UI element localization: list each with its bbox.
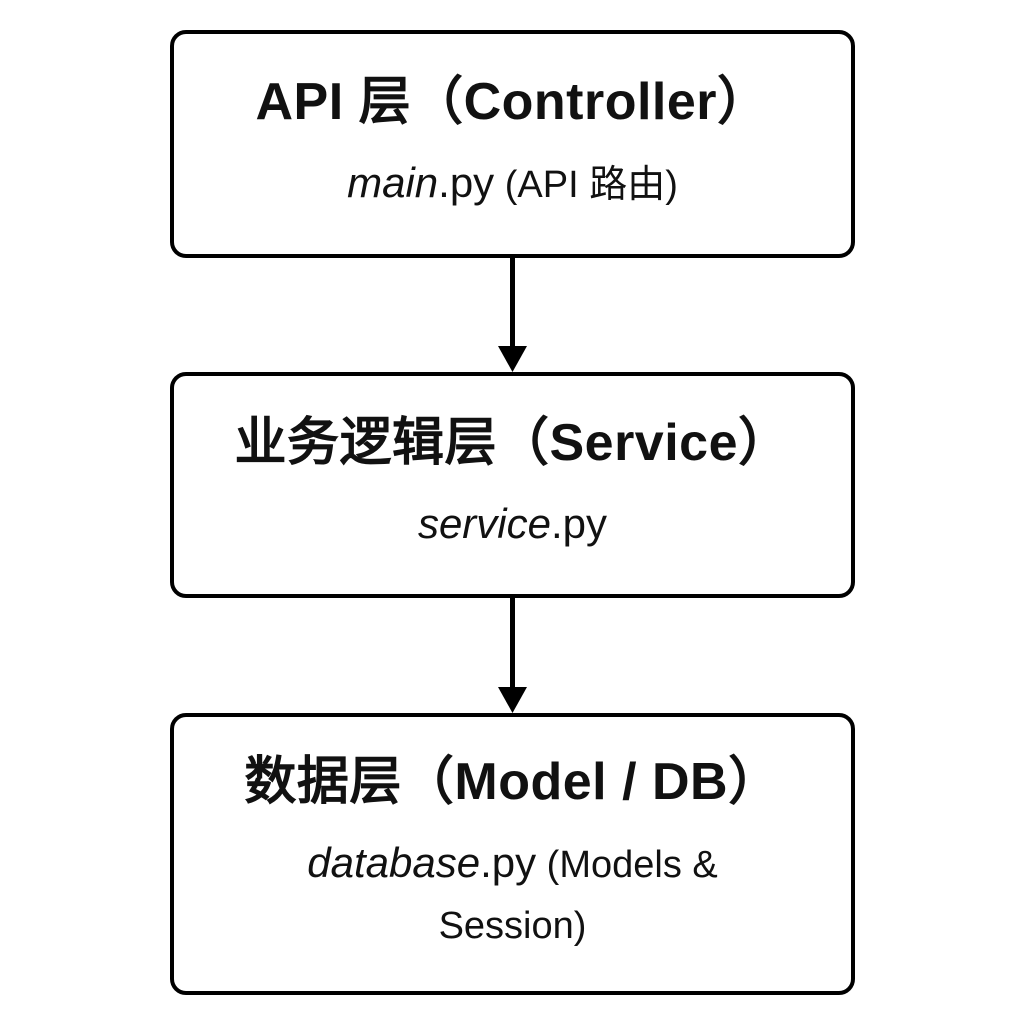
arrow-service-to-data	[498, 598, 527, 713]
data-layer-subtitle: database.py (Models & Session)	[278, 833, 748, 955]
data-layer-filename-ext: .py	[480, 838, 537, 886]
service-layer-filename-ext: .py	[551, 500, 608, 548]
api-layer-box: API 层（Controller） main.py (API 路由)	[170, 30, 855, 258]
api-layer-filename-ext: .py	[438, 159, 495, 207]
service-layer-title: 业务逻辑层（Service）	[234, 413, 791, 472]
arrow-api-to-service	[498, 258, 527, 372]
service-layer-subtitle: service.py	[418, 494, 607, 555]
data-layer-box: 数据层（Model / DB） database.py (Models & Se…	[170, 713, 855, 995]
data-layer-annotation: (Models & Session)	[438, 843, 718, 947]
arrowhead-down-icon	[498, 346, 527, 372]
api-layer-filename-italic: main	[347, 159, 439, 207]
arrowhead-down-icon	[498, 687, 527, 713]
api-layer-subtitle: main.py (API 路由)	[347, 153, 678, 214]
api-layer-annotation: (API 路由)	[494, 164, 678, 207]
service-layer-filename-italic: service	[417, 500, 551, 548]
service-layer-box: 业务逻辑层（Service） service.py	[170, 372, 855, 598]
data-layer-filename-italic: database	[307, 838, 481, 886]
data-layer-title: 数据层（Model / DB）	[244, 752, 781, 811]
api-layer-title: API 层（Controller）	[255, 72, 770, 131]
